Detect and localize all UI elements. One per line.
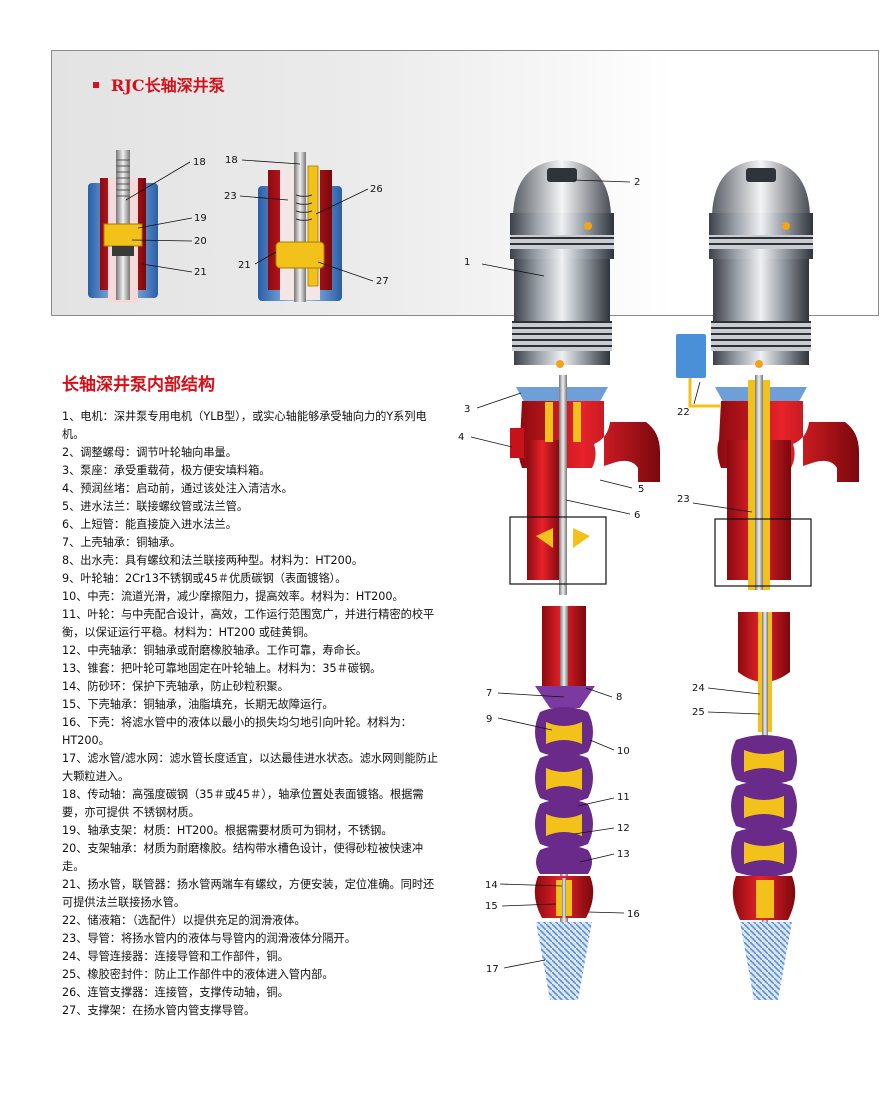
list-item: 2、调整螺母：调节叶轮轴向串量。 — [62, 446, 237, 459]
list-item: 14、防砂环：保护下壳轴承，防止砂粒积聚。 — [62, 680, 289, 693]
list-item: 6、上短管：能直接旋入进水法兰。 — [62, 518, 237, 531]
callout-label: 15 — [485, 901, 498, 912]
list-item: 16、下壳：将滤水管中的液体以最小的损失均匀地引向叶轮。材料为：HT200。 — [62, 716, 412, 747]
pump-2-callouts — [692, 381, 753, 513]
cutaway-a-callouts — [125, 161, 193, 273]
callout-label: 22 — [677, 407, 690, 418]
list-item: 12、中壳轴承：铜轴承或耐磨橡胶轴承。工作可靠，寿命长。 — [62, 644, 368, 657]
callout-label: 7 — [486, 688, 492, 699]
cutaway-b — [258, 152, 342, 302]
callout-label: 20 — [194, 236, 207, 247]
callout-label: 13 — [617, 849, 630, 860]
callout-label: 18 — [193, 157, 206, 168]
callout-label: 9 — [486, 714, 492, 725]
list-item: 9、叶轮轴：2Cr13不锈钢或45＃优质碳钢（表面镀铬）。 — [62, 572, 347, 585]
list-item: 21、扬水管，联管器：扬水管两端车有螺纹，方便安装，定位准确。同时还可提供法兰联… — [62, 878, 435, 909]
callout-label: 12 — [617, 823, 630, 834]
callout-label: 19 — [194, 213, 207, 224]
cutaway-a — [88, 150, 158, 303]
callout-label: 25 — [692, 707, 705, 718]
list-item: 23、导管：将扬水管内的液体与导管内的润滑液体分隔开。 — [62, 932, 356, 945]
callout-label: 23 — [677, 494, 690, 505]
callout-label: 17 — [486, 964, 499, 975]
list-item: 11、叶轮：与中壳配合设计，高效，工作运行范围宽广，并进行精密的校平衡，以保证运… — [62, 608, 435, 639]
list-item: 27、支撑架：在扬水管内管支撑导管。 — [62, 1004, 256, 1017]
section-heading: 长轴深井泵内部结构 — [62, 375, 215, 395]
callout-label: 21 — [238, 260, 251, 271]
panel-title: RJC长轴深井泵 — [93, 72, 225, 96]
bowl-2-callouts — [707, 687, 761, 715]
list-item: 10、中壳：流道光滑，减少摩擦阻力，提高效率。材料为：HT200。 — [62, 590, 404, 603]
callout-label: 21 — [194, 267, 207, 278]
callout-label: 5 — [638, 484, 644, 495]
bowl-assembly-2 — [731, 612, 797, 1000]
list-item: 20、支架轴承：材质为耐磨橡胶。结构带水槽色设计，使得砂粒被快速冲走。 — [62, 842, 424, 873]
list-item: 4、预润丝堵：启动前，通过该处注入清洁水。 — [62, 482, 293, 495]
callout-label: 4 — [458, 432, 464, 443]
panel-title-text: RJC长轴深井泵 — [111, 76, 225, 95]
callout-label: 1 — [464, 257, 470, 268]
callout-label: 27 — [376, 276, 389, 287]
callout-label: 2 — [634, 177, 640, 188]
list-item: 18、传动轴：高强度碳钢（35＃或45＃），轴承位置处表面镀铬。根据需要，亦可提… — [62, 788, 424, 819]
list-item: 17、滤水管/滤水网：滤水管长度适宜，以达最佳进水状态。滤水网则能防止大颗粒进入… — [62, 752, 439, 783]
pump-1-callouts — [470, 179, 633, 515]
list-item: 1、电机：深井泵专用电机（YLB型），或实心轴能够承受轴向力的Y系列电机。 — [62, 410, 427, 441]
list-item: 26、连管支撑器：连接管，支撑传动轴，铜。 — [62, 986, 289, 999]
list-item: 5、进水法兰：联接螺纹管或法兰管。 — [62, 500, 249, 513]
callout-label: 11 — [617, 792, 630, 803]
parts-list: 1、电机：深井泵专用电机（YLB型），或实心轴能够承受轴向力的Y系列电机。 2、… — [62, 408, 442, 1020]
list-item: 15、下壳轴承：铜轴承，油脂填充，长期无故障运行。 — [62, 698, 334, 711]
pump-assembly-1 — [509, 160, 660, 595]
title-bullet — [93, 81, 99, 88]
callout-label: 23 — [224, 191, 237, 202]
callout-label: 3 — [464, 404, 470, 415]
bowl-assembly-1 — [534, 606, 595, 1000]
list-item: 13、锥套：把叶轮可靠地固定在叶轮轴上。材料为：35＃碳钢。 — [62, 662, 382, 675]
list-item: 19、轴承支架：材质：HT200。根据需要材质可为铜材，不锈钢。 — [62, 824, 393, 837]
callout-label: 18 — [225, 155, 238, 166]
callout-label: 10 — [617, 746, 630, 757]
callout-label: 6 — [634, 510, 640, 521]
list-item: 7、上壳轴承：铜轴承。 — [62, 536, 181, 549]
list-item: 8、出水壳：具有螺纹和法兰联接两种型。材料为：HT200。 — [62, 554, 364, 567]
pump-assembly-2 — [676, 160, 859, 590]
callout-label: 26 — [370, 184, 383, 195]
callout-label: 24 — [692, 683, 705, 694]
list-item: 24、导管连接器：连接导管和工作部件，铜。 — [62, 950, 289, 963]
callout-label: 16 — [627, 909, 640, 920]
list-item: 25、橡胶密封件：防止工作部件中的液体进入管内部。 — [62, 968, 334, 981]
list-item: 22、储液箱：（选配件）以提供充足的润滑液体。 — [62, 914, 306, 927]
cutaway-b-callouts — [239, 159, 374, 282]
list-item: 3、泵座：承受重载荷，极方便安填料箱。 — [62, 464, 271, 477]
bowl-1-callouts — [497, 687, 625, 969]
callout-label: 14 — [485, 880, 498, 891]
callout-label: 8 — [616, 692, 622, 703]
